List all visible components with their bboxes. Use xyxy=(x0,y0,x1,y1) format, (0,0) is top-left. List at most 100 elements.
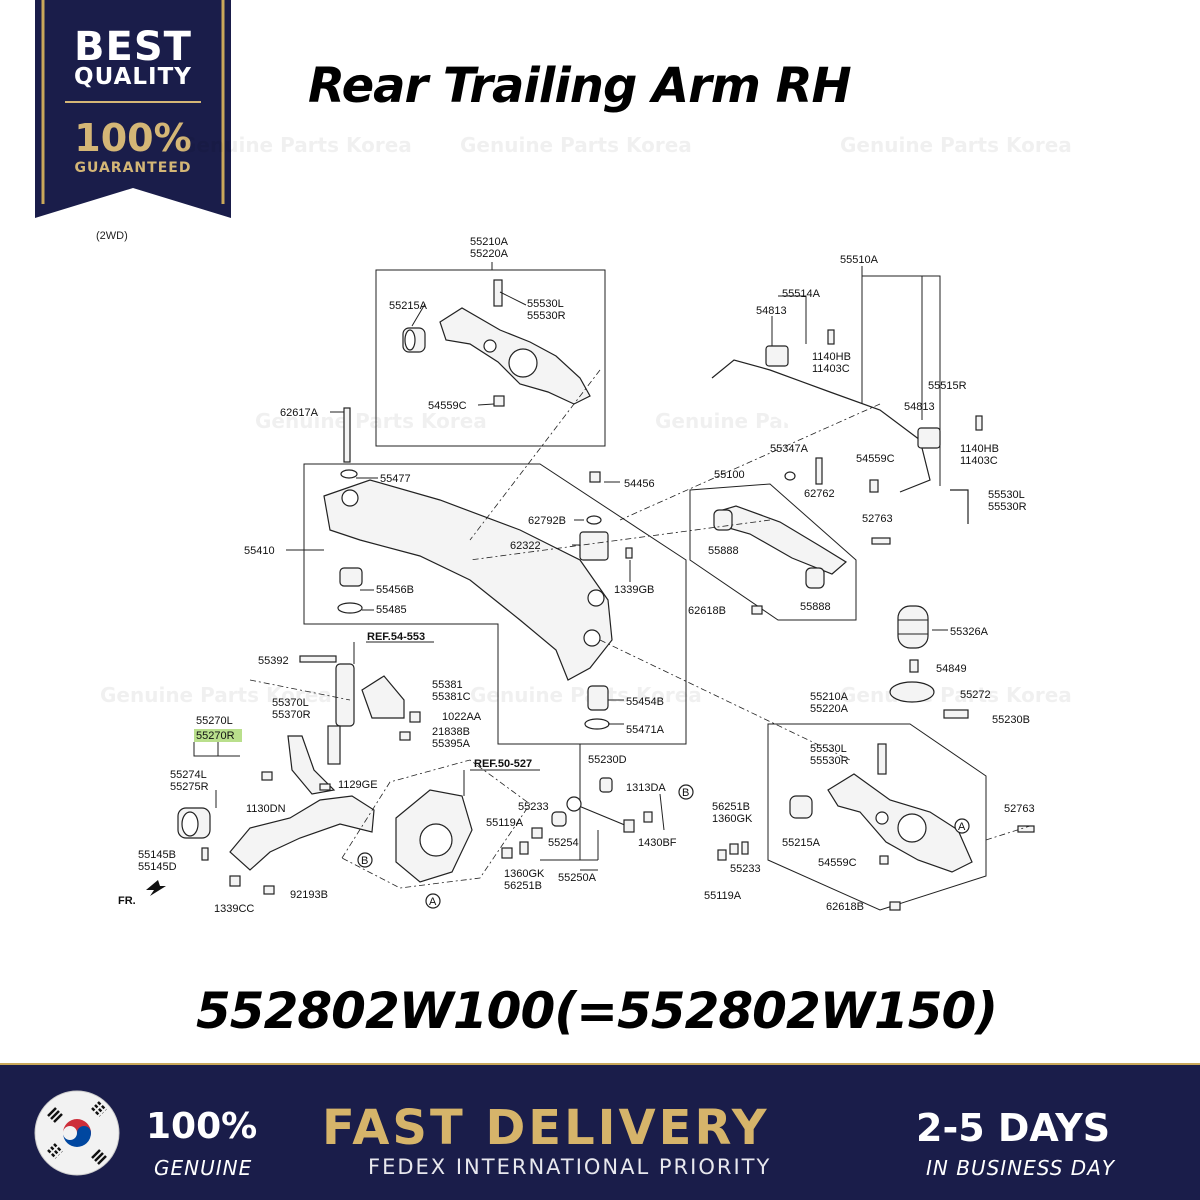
part-label: 54559C xyxy=(428,400,467,412)
delivery-days-text: 2-5 DAYS xyxy=(916,1106,1111,1150)
badge-quality-text: QUALITY xyxy=(74,64,192,90)
page-title: Rear Trailing Arm RH xyxy=(308,58,852,114)
lower-link-eye xyxy=(566,796,582,812)
part-label: 55381C xyxy=(432,691,471,703)
part-label: 55888 xyxy=(708,545,739,557)
washer-shape xyxy=(741,841,749,855)
lower-arm-group: 55210A 55220A 55530L 55530R 55215A 52763… xyxy=(767,691,1035,913)
part-label: 1022AA xyxy=(442,711,482,723)
bolt-shape xyxy=(827,329,835,345)
part-label: 62762 xyxy=(804,488,835,500)
mount-bracket-shape xyxy=(579,531,609,561)
exploded-parts-diagram: Genuine Parts Korea Genuine Parts Korea … xyxy=(100,133,1072,960)
knuckle-hub-circle xyxy=(419,823,453,857)
part-label: 1360GK xyxy=(504,868,545,880)
part-label: 55530R xyxy=(988,501,1027,513)
part-label: 55515R xyxy=(928,380,967,392)
part-label: 1130DN xyxy=(246,803,286,815)
ball-link-shape xyxy=(493,279,503,307)
part-label: 1140HB xyxy=(812,351,851,363)
bolt-shape xyxy=(263,885,275,895)
fast-delivery-title: FAST DELIVERY xyxy=(322,1100,770,1156)
marker-circle xyxy=(357,852,373,868)
part-label: 55530L xyxy=(810,743,847,755)
washer-shape xyxy=(531,827,543,839)
spring-seat-shape xyxy=(889,681,935,703)
link-hardware-group: 56251B 1360GK 55233 55119A xyxy=(704,801,761,902)
marker-label: A xyxy=(429,896,437,908)
nut-shape xyxy=(229,875,241,887)
part-label: 55530L xyxy=(988,489,1025,501)
watermark: Genuine Parts Korea xyxy=(100,683,332,707)
upper-arm-group: 55210A 55220A 55215A 55530L 55530R 54559… xyxy=(375,236,606,447)
crossmember-box xyxy=(303,463,687,745)
stabilizer-bushing-shape xyxy=(765,345,789,367)
marker-circle xyxy=(425,893,441,909)
front-arrow-icon xyxy=(146,880,166,896)
badge-percent-text: 100% xyxy=(74,116,192,160)
part-label: 52763 xyxy=(862,513,893,525)
part-label: 62617A xyxy=(280,407,319,419)
part-label: 11403C xyxy=(960,455,998,467)
crossmember-mount-circle xyxy=(341,489,359,507)
trailing-arm-group: 55270L 55270R 55274L 55275R 1130DN 1129G… xyxy=(118,715,378,915)
part-label: 55274L xyxy=(170,769,207,781)
korea-flag-icon xyxy=(34,1090,120,1176)
part-label: 55347A xyxy=(770,443,809,455)
bushing-shape xyxy=(713,509,733,531)
lateral-link-box xyxy=(689,483,857,621)
bolt-shape xyxy=(871,537,891,545)
ball-link-shape xyxy=(877,743,887,775)
part-label: 55230B xyxy=(992,714,1030,726)
part-label: 1129GE xyxy=(338,779,378,791)
best-quality-badge: BEST QUALITY 100% GUARANTEED xyxy=(35,0,231,220)
part-label: 55145B xyxy=(138,849,176,861)
bolt-shape xyxy=(201,847,209,861)
part-label: 62618B xyxy=(826,901,864,913)
bushing-shape xyxy=(587,685,609,711)
direction-label: FR. xyxy=(118,895,136,907)
part-label: 55381 xyxy=(432,679,463,691)
bolt-shape xyxy=(343,407,351,463)
part-label: 55370R xyxy=(272,709,311,721)
reference-label: REF.50-527 xyxy=(474,758,532,770)
washer-shape xyxy=(519,841,529,855)
nut-shape xyxy=(751,605,763,615)
lower-arm-hole xyxy=(875,811,889,825)
nut-shape xyxy=(409,711,421,723)
part-label: 1339GB xyxy=(614,584,654,596)
nut-shape xyxy=(717,849,727,861)
stabilizer-link-shape xyxy=(950,489,969,524)
footer-gold-line xyxy=(0,1063,1200,1066)
watermark: Genuine Parts Korea xyxy=(840,683,1072,707)
part-label: 55215A xyxy=(389,300,428,312)
nut-shape xyxy=(493,395,505,407)
part-label: 55392 xyxy=(258,655,289,667)
washer-shape xyxy=(340,469,358,479)
part-label: 55119A xyxy=(704,890,742,902)
badge-guarantee-text: GUARANTEED xyxy=(74,160,192,176)
knuckle-group: REF.50-527 B A xyxy=(341,758,540,909)
watermark: Genuine Parts Korea xyxy=(255,959,487,960)
part-label: 55888 xyxy=(800,601,831,613)
bolt-shape xyxy=(623,819,635,833)
part-label: 55530R xyxy=(810,755,849,767)
part-label: 52763 xyxy=(1004,803,1035,815)
shock-absorber-body xyxy=(335,663,355,727)
part-label: 1360GK xyxy=(712,813,753,825)
crossmember-mount-circle xyxy=(583,629,601,647)
bracket-plate-shape xyxy=(287,735,336,795)
part-label: 55530R xyxy=(527,310,566,322)
watermark-group: Genuine Parts Korea Genuine Parts Korea … xyxy=(100,133,1072,960)
part-label: 55410 xyxy=(244,545,275,557)
bolt-shape xyxy=(975,415,983,431)
part-label: 55233 xyxy=(730,863,761,875)
part-label: 55145D xyxy=(138,861,177,873)
part-label: 1430BF xyxy=(638,837,677,849)
bolt-shape xyxy=(319,783,331,791)
part-label: 1339CC xyxy=(214,903,254,915)
badge-best-text: BEST xyxy=(74,24,192,70)
shock-bracket-shape xyxy=(361,675,405,719)
washer-shape xyxy=(729,843,739,855)
part-label: 55215A xyxy=(782,837,821,849)
